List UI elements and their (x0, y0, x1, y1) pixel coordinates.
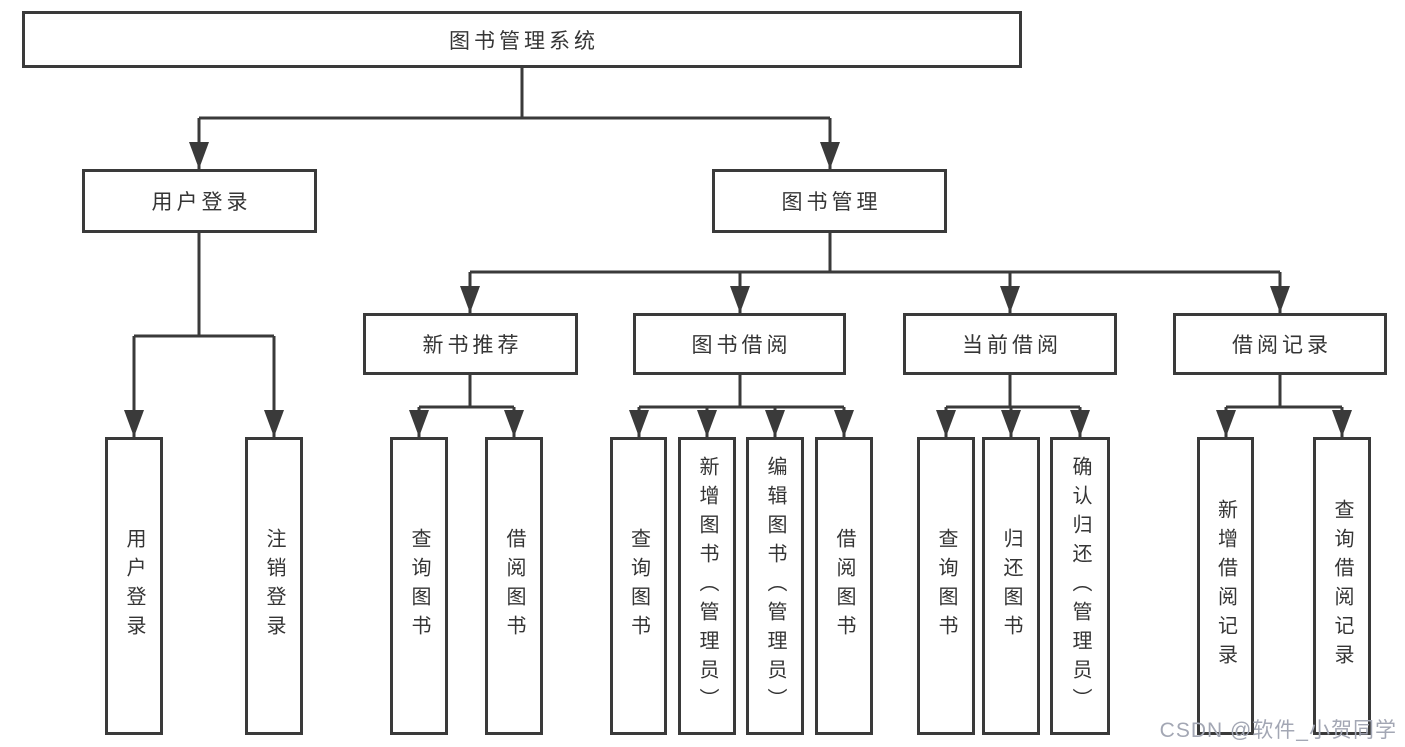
leaf-records-add-label: 新增借阅记录 (1214, 499, 1237, 673)
node-borrow-records-label: 借阅记录 (1232, 334, 1332, 357)
leaf-current-confirm-admin: 确认归还（管理员） (1050, 437, 1110, 735)
leaf-newbooks-borrow: 借阅图书 (485, 437, 543, 735)
leaf-logout-label: 注销登录 (263, 528, 285, 644)
leaf-borrow-query-label: 查询图书 (627, 528, 650, 644)
arrow-down-icon (189, 142, 209, 169)
arrow-down-icon (1000, 286, 1020, 313)
arrow-down-icon (1070, 410, 1090, 437)
arrow-down-icon (697, 410, 717, 437)
arrow-down-icon (834, 410, 854, 437)
node-root: 图书管理系统 (22, 11, 1022, 68)
node-user-login-label: 用户登录 (151, 191, 252, 214)
node-root-label: 图书管理系统 (449, 29, 599, 53)
leaf-logout: 注销登录 (245, 437, 303, 735)
arrow-down-icon (124, 410, 144, 437)
leaf-borrow-book: 借阅图书 (815, 437, 873, 735)
arrow-down-icon (409, 410, 429, 437)
leaf-records-query: 查询借阅记录 (1313, 437, 1371, 735)
leaf-borrow-add-admin-label: 新增图书（管理员） (696, 455, 718, 717)
arrow-down-icon (730, 286, 750, 313)
node-current-borrow-label: 当前借阅 (962, 334, 1062, 357)
leaf-user-login-label: 用户登录 (123, 528, 145, 644)
arrow-down-icon (1332, 410, 1352, 437)
arrow-down-icon (1001, 410, 1021, 437)
arrow-down-icon (264, 410, 284, 437)
leaf-current-query-label: 查询图书 (935, 528, 957, 644)
arrow-down-icon (936, 410, 956, 437)
leaf-borrow-query: 查询图书 (610, 437, 667, 735)
connector-lines (132, 68, 1344, 437)
leaf-current-return-label: 归还图书 (1000, 528, 1022, 644)
arrowheads (124, 142, 1352, 437)
node-book-borrow: 图书借阅 (633, 313, 846, 375)
leaf-records-add: 新增借阅记录 (1197, 437, 1254, 735)
leaf-newbooks-borrow-label: 借阅图书 (503, 528, 525, 644)
arrow-down-icon (765, 410, 785, 437)
leaf-borrow-edit-admin: 编辑图书（管理员） (746, 437, 804, 735)
node-borrow-records: 借阅记录 (1173, 313, 1387, 375)
leaf-records-query-label: 查询借阅记录 (1331, 499, 1353, 673)
node-book-management-label: 图书管理 (781, 191, 882, 214)
leaf-borrow-edit-admin-label: 编辑图书（管理员） (764, 455, 786, 717)
leaf-current-query: 查询图书 (917, 437, 975, 735)
leaf-user-login: 用户登录 (105, 437, 163, 735)
node-book-borrow-label: 图书借阅 (691, 334, 792, 357)
node-current-borrow: 当前借阅 (903, 313, 1117, 375)
node-new-book-recommend-label: 新书推荐 (422, 334, 523, 357)
arrow-down-icon (460, 286, 480, 313)
csdn-watermark: CSDN @软件_小贺同学 (1159, 719, 1397, 742)
leaf-newbooks-query: 查询图书 (390, 437, 448, 735)
leaf-newbooks-query-label: 查询图书 (408, 528, 430, 644)
arrow-down-icon (820, 142, 840, 169)
leaf-current-confirm-admin-label: 确认归还（管理员） (1069, 455, 1091, 717)
node-new-book-recommend: 新书推荐 (363, 313, 578, 375)
leaf-current-return: 归还图书 (982, 437, 1040, 735)
node-user-login: 用户登录 (82, 169, 317, 233)
arrow-down-icon (1270, 286, 1290, 313)
arrow-down-icon (629, 410, 649, 437)
leaf-borrow-book-label: 借阅图书 (833, 528, 855, 644)
node-book-management: 图书管理 (712, 169, 947, 233)
leaf-borrow-add-admin: 新增图书（管理员） (678, 437, 736, 735)
arrow-down-icon (1216, 410, 1236, 437)
arrow-down-icon (504, 410, 524, 437)
